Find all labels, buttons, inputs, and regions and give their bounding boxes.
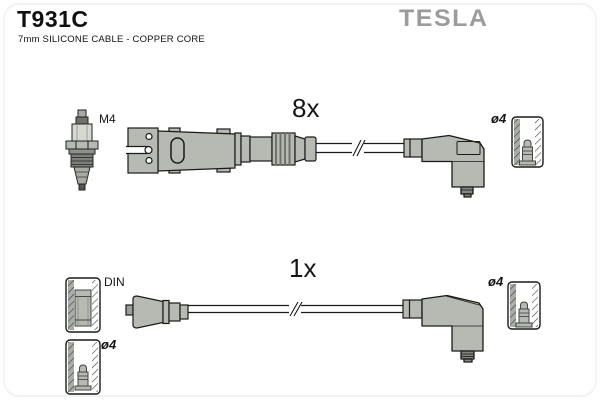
tesla-logo: TESLA: [399, 5, 489, 32]
phi4-cross-section-bottom-left-icon: [65, 339, 101, 395]
cable-bottom-line: [188, 301, 403, 317]
cable-ferrule-bottom-icon: [402, 299, 423, 319]
spark-plug-icon: [65, 109, 99, 191]
terminal-cross-section-top-icon: [511, 116, 544, 168]
spark-plug-thread-label: M4: [99, 112, 116, 126]
straight-connector-icon: [125, 295, 189, 329]
din-cross-section-icon: [65, 277, 101, 333]
product-code: T931C: [17, 6, 89, 32]
top-quantity-label: 8x: [292, 93, 320, 123]
bottom-left-diameter-label: ø4: [101, 337, 117, 352]
bottom-quantity-label: 1x: [289, 253, 317, 283]
distributor-connector-icon: [126, 127, 317, 174]
top-terminal-diameter-label: ø4: [491, 111, 507, 126]
angled-boot-top-icon: [421, 134, 485, 198]
din-terminal-label: DIN: [104, 275, 125, 289]
terminal-cross-section-bottom-icon: [507, 281, 541, 330]
bottom-right-diameter-label: ø4: [488, 274, 504, 289]
cable-ferrule-top-icon: [403, 138, 423, 158]
cable-top-line: [316, 139, 404, 157]
din-terminal-icon: [74, 289, 92, 327]
product-subtitle: 7mm SILICONE CABLE - COPPER CORE: [18, 34, 205, 45]
angled-boot-bottom-icon: [421, 294, 484, 363]
